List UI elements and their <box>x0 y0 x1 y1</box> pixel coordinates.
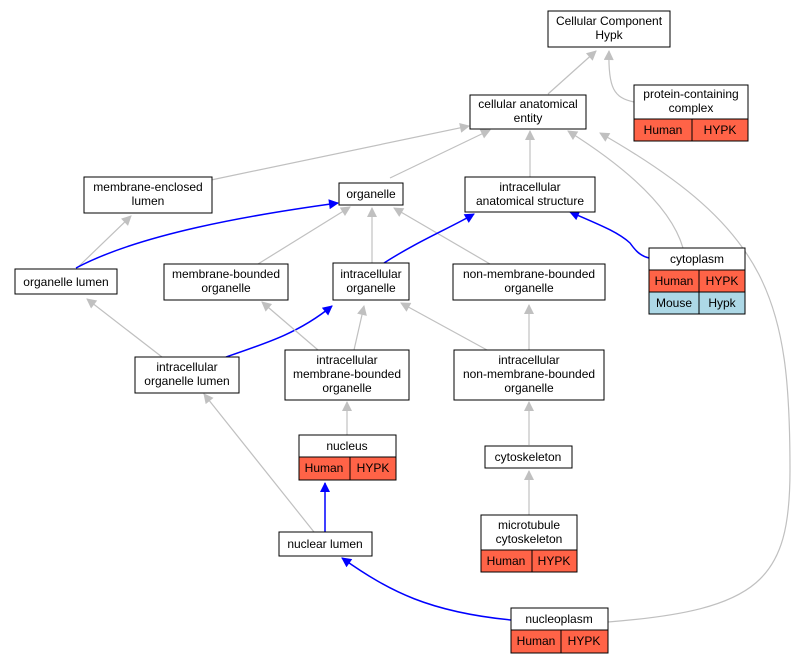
edge-imbo-to-io <box>353 305 367 351</box>
gene-label: HYPK <box>704 123 737 137</box>
species-label: Human <box>487 554 526 568</box>
node-label-line: cytoskeleton <box>495 450 562 464</box>
node-label-line: microtubule <box>498 518 560 532</box>
node-label-line: cellular anatomical <box>478 97 577 111</box>
node-label-line: organelle <box>346 187 396 201</box>
gene-cell-human <box>560 629 609 654</box>
node-intracellular-anatomical-structure[interactable]: intracellular anatomical structure <box>464 176 596 213</box>
node-label-line: intracellular <box>156 360 217 374</box>
edge-io-partof-ias <box>383 213 475 264</box>
node-protein-containing-complex[interactable]: protein-containing complex Human HYPK <box>633 84 749 142</box>
node-label-line: cytoplasm <box>670 252 724 266</box>
edge-nl-to-iol <box>203 393 315 533</box>
node-label-line: organelle lumen <box>23 275 108 289</box>
node-label-line: nuclear lumen <box>287 537 362 551</box>
edge-nmbo-to-organelle <box>393 207 491 265</box>
edge-ol-to-mel <box>76 215 132 269</box>
edge-organelle-to-cae <box>389 129 491 179</box>
species-label: Mouse <box>656 296 692 310</box>
node-label-line: non-membrane-bounded <box>463 367 595 381</box>
gene-label: Hypk <box>708 296 736 310</box>
node-label-line: organelle <box>346 281 396 295</box>
species-label: Human <box>655 274 694 288</box>
node-label-line: nucleoplasm <box>525 612 592 626</box>
node-label-line: organelle <box>322 381 372 395</box>
node-label-line: cytoskeleton <box>496 532 563 546</box>
edge-cytoplasm-partof-ias <box>569 210 650 259</box>
node-intracellular-organelle-lumen[interactable]: intracellular organelle lumen <box>134 356 240 394</box>
node-label-line: organelle <box>201 281 251 295</box>
edge-inmbo-to-io <box>400 302 488 351</box>
edge-cytoplasm-to-cae <box>567 130 684 249</box>
node-cellular-component[interactable]: Cellular Component Hypk <box>547 10 671 48</box>
edge-nucleoplasm-partof-nl <box>341 557 512 621</box>
node-label-line: organelle lumen <box>144 374 229 388</box>
node-label-line: lumen <box>132 194 165 208</box>
species-label: Human <box>517 634 556 648</box>
edge-pcc-to-cc <box>603 50 635 103</box>
gene-cell-human <box>531 549 578 573</box>
node-label-line: protein-containing <box>643 87 738 101</box>
node-label-line: nucleus <box>326 439 367 453</box>
node-label-line: anatomical structure <box>476 194 584 208</box>
node-cytoskeleton[interactable]: cytoskeleton <box>484 445 573 469</box>
gene-label: HYPK <box>568 634 601 648</box>
edge-iol-partof-io <box>225 305 333 358</box>
node-intracellular-organelle[interactable]: intracellular organelle <box>332 262 410 301</box>
gene-cell-human <box>349 456 397 481</box>
node-label-line: membrane-bounded <box>293 367 401 381</box>
node-label-line: non-membrane-bounded <box>463 267 595 281</box>
edge-ol-partof-organelle <box>75 199 339 269</box>
edges <box>75 50 791 623</box>
species-label: Human <box>644 123 683 137</box>
node-label-line: intracellular <box>499 180 560 194</box>
edge-cae-to-cc <box>547 50 597 95</box>
gene-label: HYPK <box>706 274 739 288</box>
node-label-line: Hypk <box>595 28 623 42</box>
node-membrane-enclosed-lumen[interactable]: membrane-enclosed lumen <box>83 176 213 214</box>
node-label-line: membrane-enclosed <box>93 180 202 194</box>
edge-imbo-to-mbo <box>261 301 319 351</box>
node-intracellular-non-membrane-bounded-organelle[interactable]: intracellular non-membrane-bounded organ… <box>453 349 605 401</box>
node-non-membrane-bounded-organelle[interactable]: non-membrane-bounded organelle <box>452 263 606 301</box>
edge-iol-to-ol <box>86 298 163 358</box>
node-label-line: organelle <box>504 281 554 295</box>
node-label-line: entity <box>514 111 543 125</box>
node-label-line: intracellular <box>316 353 377 367</box>
node-cellular-anatomical-entity[interactable]: cellular anatomical entity <box>469 94 587 130</box>
gene-cell-mouse <box>698 291 746 315</box>
node-label-line: Cellular Component <box>556 14 663 28</box>
node-organelle-lumen[interactable]: organelle lumen <box>14 268 118 295</box>
node-label-line: organelle <box>504 381 554 395</box>
node-intracellular-membrane-bounded-organelle[interactable]: intracellular membrane-bounded organelle <box>284 349 410 401</box>
node-membrane-bounded-organelle[interactable]: membrane-bounded organelle <box>163 263 289 301</box>
node-cytoplasm[interactable]: cytoplasm Human HYPK Mouse Hypk <box>648 247 746 315</box>
node-label-line: intracellular <box>498 353 559 367</box>
node-nucleoplasm[interactable]: nucleoplasm Human HYPK <box>510 607 609 654</box>
gene-label: HYPK <box>538 554 571 568</box>
node-organelle[interactable]: organelle <box>338 182 404 206</box>
species-label: Human <box>305 461 344 475</box>
node-nuclear-lumen[interactable]: nuclear lumen <box>278 531 373 557</box>
edge-nucleoplasm-to-cae <box>599 132 791 623</box>
node-label-line: complex <box>669 101 714 115</box>
node-microtubule-cytoskeleton[interactable]: microtubule cytoskeleton Human HYPK <box>480 514 578 573</box>
edge-mel-to-cae <box>210 122 470 181</box>
gene-label: HYPK <box>357 461 390 475</box>
edge-mbo-to-organelle <box>257 206 351 265</box>
node-label-line: intracellular <box>340 267 401 281</box>
node-nucleus[interactable]: nucleus Human HYPK <box>298 434 397 481</box>
gene-cell-human <box>691 118 749 142</box>
node-label-line: membrane-bounded <box>172 267 280 281</box>
